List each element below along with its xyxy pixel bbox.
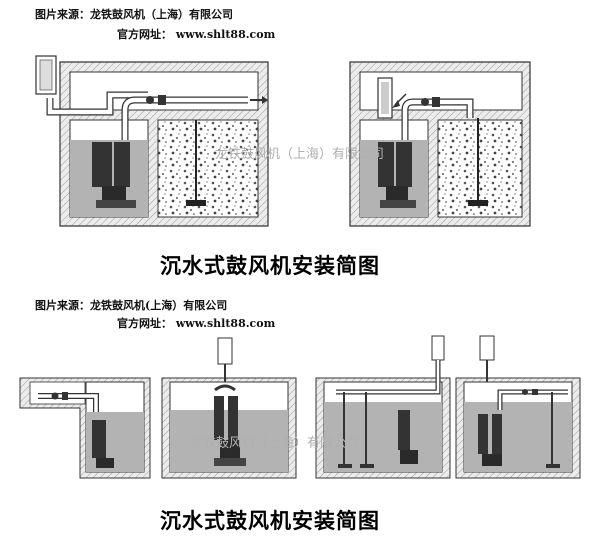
top-installation-diagram	[35, 55, 531, 227]
bottom-tank-4	[455, 335, 581, 479]
top-source-line: 图片来源：龙铁鼓风机（上海）有限公司	[35, 8, 233, 21]
bottom-tank-1	[19, 377, 151, 479]
bottom-tank-2	[161, 337, 297, 479]
bottom-watermark: 龙铁鼓风机（上海）有限公司	[190, 436, 360, 451]
bottom-source-line: 图片来源：龙铁鼓风机(上海）有限公司	[35, 299, 228, 312]
bottom-tank-3	[315, 335, 451, 479]
bottom-url-line: 官方网址： www.shlt88.com	[117, 317, 276, 330]
top-caption: 沉水式鼓风机安装简图	[160, 253, 380, 278]
top-left-tank	[35, 55, 269, 227]
top-right-tank	[349, 61, 531, 227]
top-watermark: 龙铁鼓风机（上海）有限公司	[215, 147, 385, 162]
bottom-caption: 沉水式鼓风机安装简图	[160, 508, 380, 533]
bottom-installation-diagram	[19, 335, 581, 479]
top-url-line: 官方网址： www.shlt88.com	[117, 28, 276, 41]
